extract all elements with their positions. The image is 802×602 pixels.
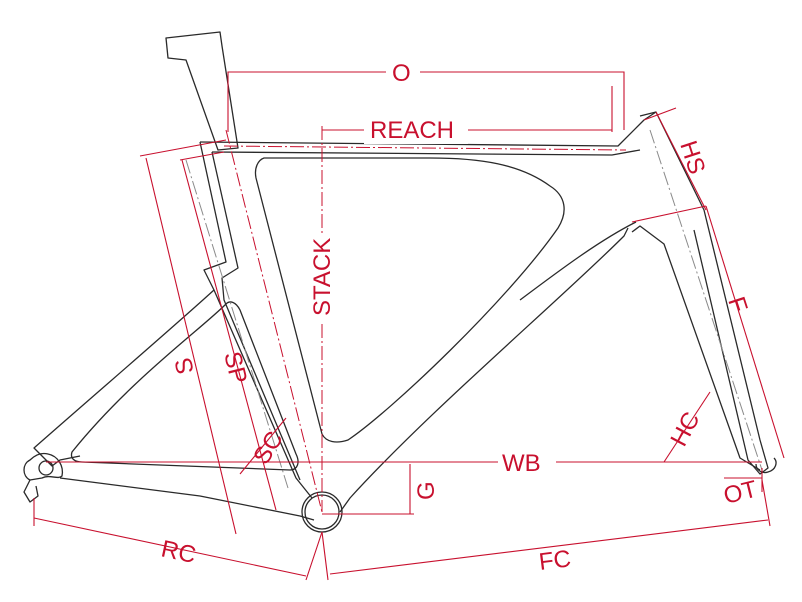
rc-dimension-line (33, 517, 307, 577)
label-masks (306, 56, 556, 476)
fc-dimension-line (329, 519, 769, 575)
label-fc: FC (537, 545, 572, 576)
label-hs: HS (674, 138, 710, 178)
label-s: S (170, 355, 200, 377)
front-dropout (755, 457, 777, 474)
hc-dimension-line (663, 391, 711, 463)
rc-right-tick (305, 531, 323, 581)
hs-upper-tick (643, 107, 677, 121)
chain-stay (59, 477, 315, 521)
label-stack: STACK (309, 238, 336, 316)
label-reach: REACH (370, 117, 454, 144)
bike-frame-outline (23, 31, 777, 533)
main-triangle-cutout (254, 157, 565, 443)
rear-axle (38, 460, 54, 476)
rear-dropout (23, 452, 64, 481)
label-ot: OT (721, 475, 760, 509)
hs-lower-tick (631, 205, 707, 223)
seat-post-axis (185, 159, 289, 489)
s-top-tick (139, 139, 227, 157)
hs-dimension-line (655, 111, 707, 211)
s-dimension-line (145, 157, 237, 535)
sp-top-tick (179, 151, 225, 161)
down-tube-upper-edge (519, 221, 637, 301)
top-tube-lower-edge (211, 149, 641, 156)
seat-tube (199, 141, 313, 499)
down-tube (339, 227, 629, 513)
derailleur-hanger (23, 479, 39, 503)
seat-tube-rear-edge (211, 151, 301, 481)
label-g: G (413, 481, 440, 500)
label-f: F (722, 294, 752, 316)
o-dimension-line (227, 71, 625, 132)
label-rc: RC (159, 535, 199, 569)
sc-dimension-line (239, 417, 287, 475)
label-hc: HC (665, 408, 705, 451)
f-dimension-line (705, 205, 785, 459)
fc-left-tick (321, 531, 329, 581)
steering-axis (649, 129, 763, 471)
label-o: O (392, 60, 411, 87)
sp-dimension-line (181, 159, 277, 511)
seat-post (165, 31, 239, 151)
label-sc: SC (248, 427, 289, 470)
label-wb: WB (502, 450, 541, 477)
seat-stay (33, 289, 215, 467)
top-tube-centerline (223, 145, 627, 151)
fc-right-tick (761, 479, 771, 527)
